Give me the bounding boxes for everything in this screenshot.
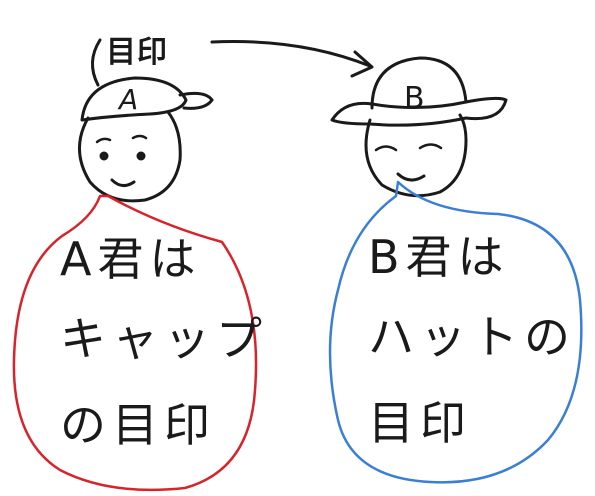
person-a-hat-letter: A — [119, 83, 141, 116]
person-a-speech-bubble — [14, 196, 256, 490]
person-b-hat-brim — [332, 98, 506, 125]
person-b-bubble-line: ハットの — [368, 310, 576, 364]
person-b-head — [366, 115, 466, 196]
marker-bracket — [92, 40, 100, 85]
person-b-hat-letter: B — [404, 81, 427, 116]
marker-label: 目印 — [106, 35, 168, 70]
arrow-line — [212, 42, 370, 67]
person-a-cap-brim — [180, 93, 212, 108]
person-b-speech-bubble — [330, 182, 581, 482]
person-b-mouth — [398, 174, 424, 180]
person-a-bubble-line: A君は — [60, 232, 202, 286]
person-a-head — [79, 112, 180, 201]
person-b-left-eye — [376, 147, 396, 151]
person-b-bubble-line: 目印 — [368, 396, 472, 450]
person-a-bubble-line: キャップ — [60, 312, 268, 366]
person-a-left-brow — [97, 139, 110, 142]
person-a-mouth — [112, 180, 134, 186]
person-a-cap — [82, 78, 186, 120]
arrow-head-icon — [352, 52, 372, 76]
person-b-hat-crown — [372, 58, 466, 108]
person-b-right-eye — [420, 145, 441, 149]
person-a-left-eye — [99, 151, 109, 161]
person-a-right-eye — [136, 151, 146, 161]
person-a-bubble-line: の目印 — [60, 398, 216, 452]
person-a-right-brow — [133, 136, 146, 138]
person-b-bubble-line: B君は — [368, 230, 510, 284]
